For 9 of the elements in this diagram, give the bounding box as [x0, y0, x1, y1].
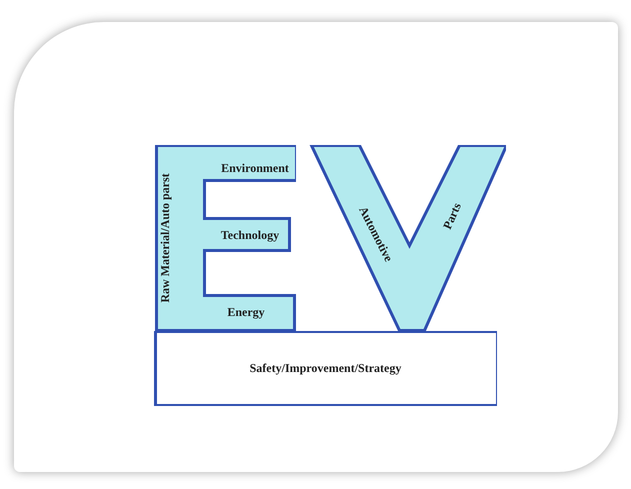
- shape-label: Technology: [220, 228, 280, 242]
- shape-label: Safety/Improvement/Strategy: [248, 361, 402, 375]
- label-box: [154, 331, 497, 406]
- shape-label: Energy: [226, 305, 266, 319]
- shape-label: Environment: [220, 161, 290, 175]
- shape-label: Parts: [439, 200, 465, 234]
- letter-v-shape: [309, 145, 506, 331]
- shape-label: Raw Material/Auto parst: [158, 172, 172, 305]
- letter-e-shape: [155, 145, 296, 331]
